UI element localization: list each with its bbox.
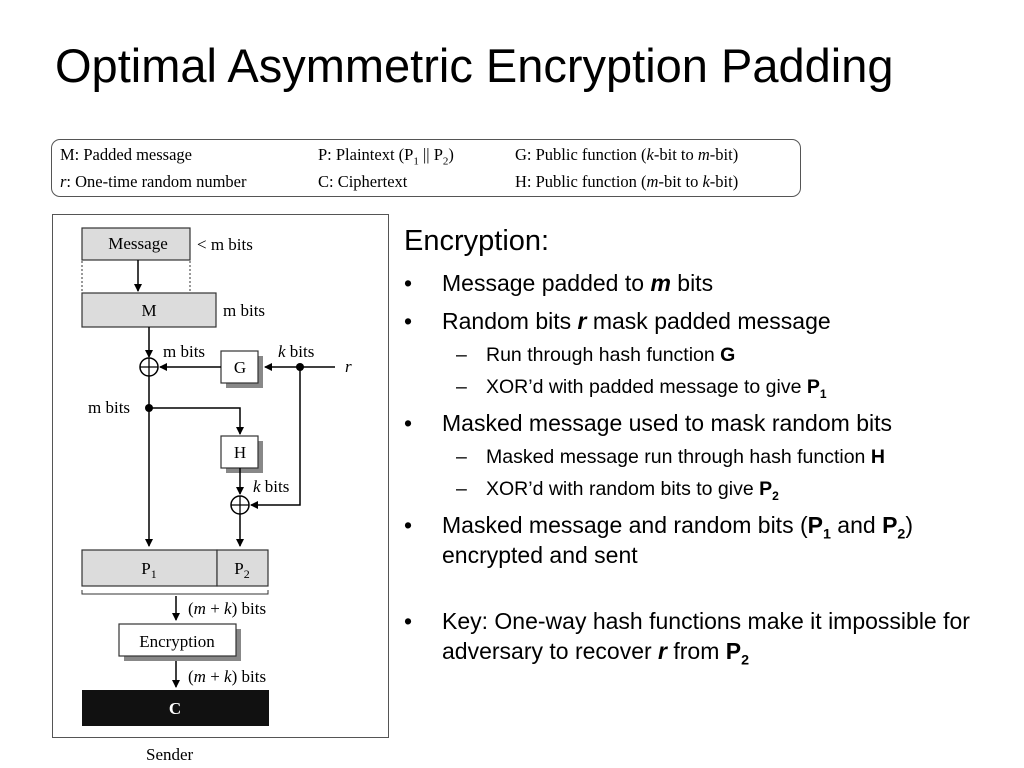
c-size-label: (m + k) bits bbox=[188, 667, 266, 686]
svg-text:M: M bbox=[141, 301, 156, 320]
arrow-to-h bbox=[149, 407, 244, 435]
bullet-marker: • bbox=[404, 308, 413, 334]
slide-title: Optimal Asymmetric Encryption Padding bbox=[55, 39, 894, 92]
svg-text:C: C bbox=[169, 699, 181, 718]
svg-text:Message: Message bbox=[108, 234, 167, 253]
plaintext-brace bbox=[81, 590, 269, 595]
xor-2-icon bbox=[230, 495, 250, 515]
legend-r: r: One-time random number bbox=[60, 172, 247, 191]
bullet-5: • Key: One-way hash functions make it im… bbox=[404, 608, 970, 669]
diagram-frame bbox=[52, 214, 389, 738]
message-size-label: < m bits bbox=[197, 235, 253, 254]
legend-g: G: Public function (k-bit to m-bit) bbox=[515, 145, 739, 164]
svg-text:P2: P2 bbox=[234, 559, 249, 581]
m-block: M bbox=[81, 292, 217, 328]
sub-bullet-2a: – Run through hash function G bbox=[456, 344, 736, 366]
legend-m: M: Padded message bbox=[60, 145, 192, 164]
dash-marker: – bbox=[456, 446, 467, 468]
sub-bullet-3a: – Masked message run through hash functi… bbox=[456, 446, 885, 468]
dash-marker: – bbox=[456, 376, 467, 398]
svg-text:Encryption: Encryption bbox=[139, 632, 215, 651]
dash-marker: – bbox=[456, 478, 467, 500]
bullet-marker: • bbox=[404, 270, 413, 296]
g-block: G bbox=[220, 350, 263, 388]
xor-1-icon bbox=[139, 357, 159, 377]
c-block: C bbox=[82, 690, 269, 726]
bullet-marker: • bbox=[404, 410, 413, 436]
bullet-1: • Message padded to m bits bbox=[404, 270, 714, 296]
bullet-list: Encryption: • Message padded to m bits •… bbox=[404, 222, 1019, 669]
p-size-label: (m + k) bits bbox=[188, 599, 266, 618]
m-size-label: m bits bbox=[223, 301, 265, 320]
h-block: H bbox=[220, 435, 263, 473]
dash-marker: – bbox=[456, 344, 467, 366]
bullet-2: • Random bits r mask padded message bbox=[404, 308, 831, 334]
legend-p: P: Plaintext (P1 || P2) bbox=[318, 145, 454, 168]
r-input-label: r bbox=[345, 357, 352, 376]
sub-bullet-3b: – XOR’d with random bits to give P2 bbox=[456, 478, 779, 503]
sender-caption: Sender bbox=[146, 745, 194, 764]
bullet-4: • Masked message and random bits (P1 and… bbox=[404, 512, 914, 568]
encryption-block: Encryption bbox=[118, 623, 241, 661]
svg-text:P1: P1 bbox=[141, 559, 156, 581]
bullet-3: • Masked message used to mask random bit… bbox=[404, 410, 892, 436]
message-block: Message bbox=[81, 227, 191, 261]
arrow-r-to-xor2 bbox=[250, 367, 301, 509]
bullet-marker: • bbox=[404, 512, 413, 538]
legend-c: C: Ciphertext bbox=[318, 172, 408, 191]
masked-m-label: m bits bbox=[88, 398, 130, 417]
legend-box: M: Padded message r: One-time random num… bbox=[51, 139, 801, 197]
legend-h: H: Public function (m-bit to k-bit) bbox=[515, 172, 739, 191]
h-output-label: k bits bbox=[253, 477, 289, 496]
sub-bullet-2b: – XOR’d with padded message to give P1 bbox=[456, 376, 827, 401]
svg-text:G: G bbox=[234, 358, 246, 377]
encryption-heading: Encryption: bbox=[404, 225, 550, 257]
p2-block: P2 bbox=[216, 549, 269, 587]
g-output-label: m bits bbox=[163, 342, 205, 361]
p1-block: P1 bbox=[81, 549, 218, 587]
bullet-marker: • bbox=[404, 608, 413, 634]
svg-text:H: H bbox=[234, 443, 246, 462]
g-input-label: k bits bbox=[278, 342, 314, 361]
